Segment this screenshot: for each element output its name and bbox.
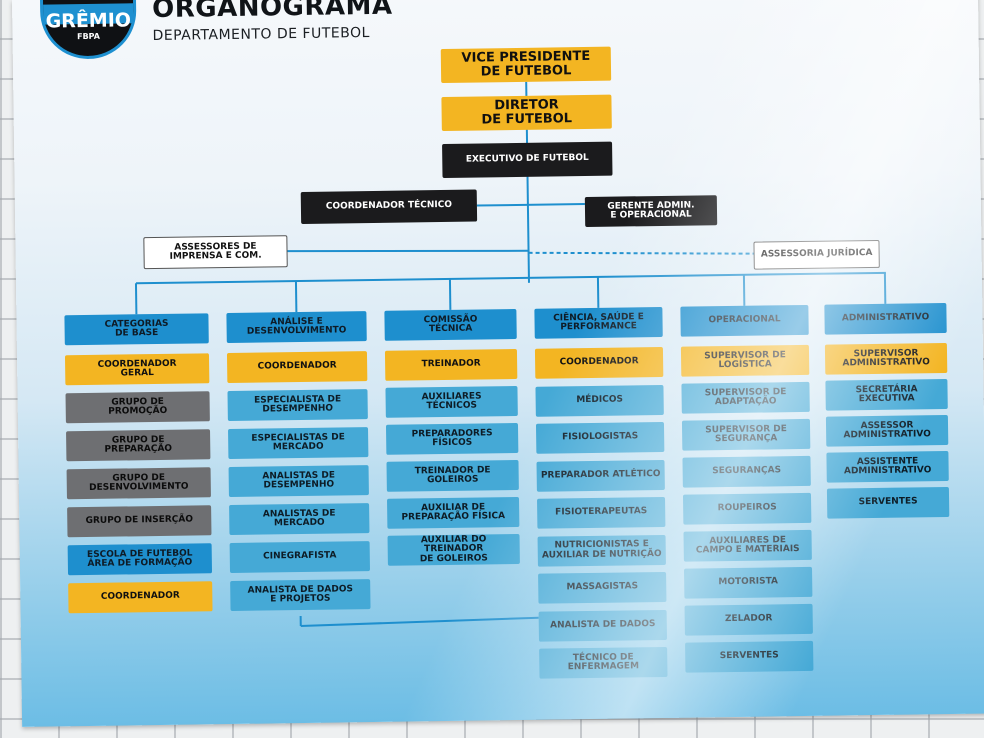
box-assessores: ASSESSORES DE IMPRENSA E COM.: [143, 235, 288, 270]
box-executivo: EXECUTIVO DE FUTEBOL: [442, 141, 613, 179]
logo-text: GRÊMIO: [45, 9, 132, 33]
org-box: SECRETÁRIA EXECUTIVA: [825, 378, 948, 411]
org-box: ESCOLA DE FUTEBOL ÁREA DE FORMAÇÃO: [67, 543, 213, 576]
box-vice-presidente: VICE PRESIDENTE DE FUTEBOL: [440, 46, 612, 84]
org-box: GRUPO DE PREPARAÇÃO: [66, 429, 211, 462]
org-box: ANALISTA DE DADOS E PROJETOS: [230, 579, 371, 612]
box-assessoria-juridica: ASSESSORIA JURÍDICA: [753, 239, 880, 270]
column-header: COMISSÃO TÉCNICA: [384, 308, 517, 341]
org-box: PREPARADOR ATLÉTICO: [536, 459, 665, 492]
box-coordenador-tecnico: COORDENADOR TÉCNICO: [300, 189, 478, 224]
org-box: MASSAGISTAS: [538, 571, 667, 604]
column-header: ANÁLISE E DESENVOLVIMENTO: [226, 311, 367, 344]
org-box: SERVENTES: [685, 640, 814, 673]
org-box: SUPERVISOR DE ADAPTAÇÃO: [681, 381, 810, 414]
org-box: GRUPO DE PROMOÇÃO: [65, 391, 210, 424]
org-box: NUTRICIONISTAS E AUXILIAR DE NUTRIÇÃO: [537, 534, 666, 567]
org-box: SUPERVISOR DE SEGURANÇA: [681, 418, 811, 451]
org-box: SUPERVISOR DE LOGÍSTICA: [680, 344, 810, 377]
organogram-poster: GRÊMIO FBPA ORGANOGRAMA DEPARTAMENTO DE …: [12, 0, 984, 727]
connector-line: [135, 271, 886, 285]
org-box: MÉDICOS: [535, 384, 664, 417]
org-box: GRUPO DE INSERÇÃO: [67, 505, 212, 538]
poster-title: ORGANOGRAMA: [151, 0, 393, 25]
org-box: PREPARADORES FÍSICOS: [385, 422, 519, 455]
org-box: SEGURANÇAS: [682, 455, 811, 488]
org-box: SERVENTES: [826, 486, 950, 519]
connector-line: [287, 249, 529, 253]
connector-line: [476, 203, 585, 207]
org-box: FISIOTERAPEUTAS: [537, 496, 666, 529]
org-box: ESPECIALISTA DE DESEMPENHO: [227, 389, 368, 422]
column-header: OPERACIONAL: [680, 304, 809, 337]
column-header: CATEGORIAS DE BASE: [64, 313, 209, 346]
org-box: ZELADOR: [684, 603, 813, 636]
column-header: ADMINISTRATIVO: [824, 302, 947, 335]
box-diretor: DIRETOR DE FUTEBOL: [441, 94, 612, 132]
org-box: TREINADOR: [384, 348, 518, 381]
org-box: ANALISTA DE DADOS: [538, 609, 667, 642]
org-box: ESPECIALISTAS DE MERCADO: [228, 427, 369, 460]
org-box: ROUPEIROS: [682, 492, 812, 525]
org-box: ANALISTAS DE MERCADO: [229, 503, 370, 536]
org-box: CINEGRAFISTA: [229, 541, 371, 574]
box-gerente: GERENTE ADMIN. E OPERACIONAL: [584, 195, 718, 228]
connector-line: [300, 616, 539, 628]
column-header: CIÊNCIA, SAÚDE E PERFORMANCE: [534, 306, 663, 339]
org-box: MOTORISTA: [684, 566, 813, 599]
org-box: GRUPO DE DESENVOLVIMENTO: [66, 467, 211, 500]
org-box: AUXILIAR DO TREINADOR DE GOLEIROS: [387, 533, 520, 566]
org-box: ASSISTENTE ADMINISTRATIVO: [826, 450, 949, 483]
org-box: AUXILIAR DE PREPARAÇÃO FÍSICA: [387, 496, 520, 529]
org-box: COORDENADOR: [68, 581, 213, 614]
connector-line: [528, 251, 754, 255]
org-box: COORDENADOR: [534, 346, 664, 379]
poster-subtitle: DEPARTAMENTO DE FUTEBOL: [152, 25, 370, 45]
org-box: TREINADOR DE GOLEIROS: [386, 459, 519, 492]
org-box: ASSESSOR ADMINISTRATIVO: [825, 414, 949, 447]
org-box: AUXILIARES DE CAMPO E MATERIAIS: [683, 529, 812, 562]
org-box: FISIOLOGISTAS: [535, 421, 665, 454]
org-box: ANALISTAS DE DESEMPENHO: [228, 465, 369, 498]
org-box: TÉCNICO DE ENFERMAGEM: [539, 646, 668, 679]
org-box: AUXILIARES TÉCNICOS: [385, 385, 518, 418]
org-box: COORDENADOR GERAL: [64, 353, 210, 386]
logo-subtext: FBPA: [77, 31, 101, 42]
org-box: SUPERVISOR ADMINISTRATIVO: [824, 342, 948, 375]
org-box: COORDENADOR: [226, 351, 368, 384]
